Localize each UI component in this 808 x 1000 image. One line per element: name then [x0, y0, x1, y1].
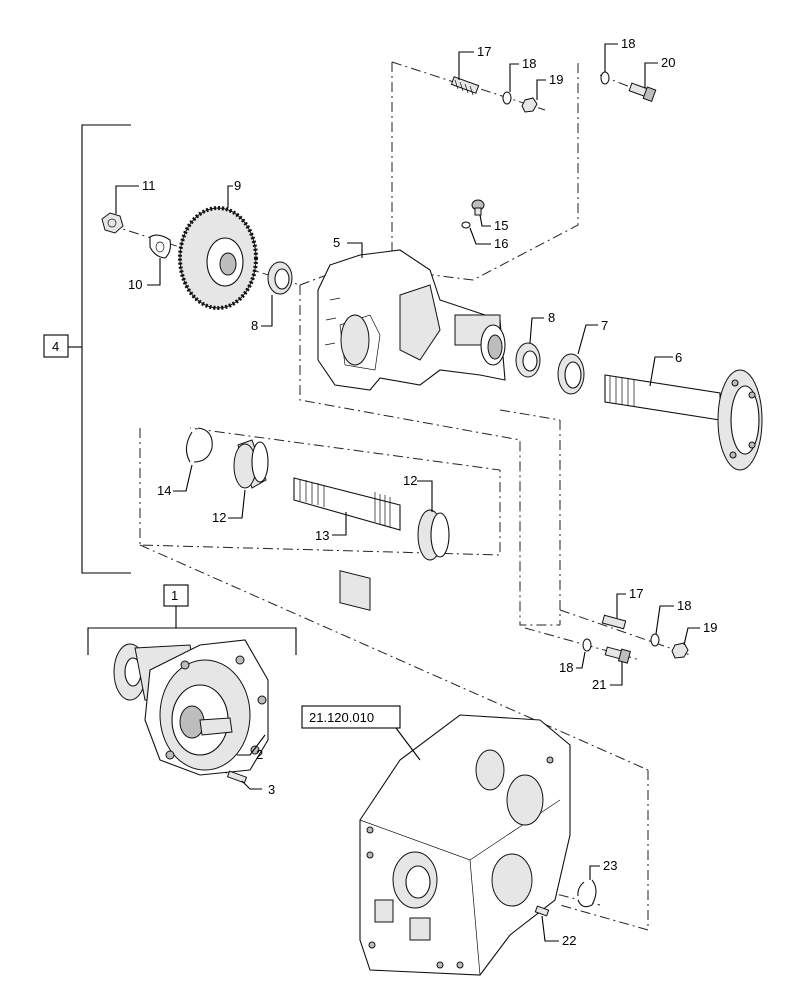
callout-18-top-right: 18 — [621, 36, 635, 51]
group-bracket-4 — [43, 124, 131, 574]
callout-20: 20 — [661, 55, 675, 70]
group-bracket-1 — [87, 584, 297, 655]
callout-13: 13 — [315, 528, 329, 543]
leader-lines — [115, 43, 700, 942]
snap-ring-14 — [185, 427, 213, 463]
callout-18-top-left: 18 — [522, 56, 536, 71]
callout-10: 10 — [128, 277, 142, 292]
callout-18-bottom-right: 18 — [677, 598, 691, 613]
washer-18-top — [502, 91, 512, 105]
washer-10 — [149, 234, 171, 259]
reference-box-21-120-010 — [301, 705, 421, 761]
nut-19-bottom — [671, 642, 689, 659]
callout-18-bottom-left: 18 — [559, 660, 573, 675]
callout-16: 16 — [494, 236, 508, 251]
plug-15 — [471, 199, 485, 216]
callout-7: 7 — [601, 318, 608, 333]
callout-3: 3 — [268, 782, 275, 797]
callout-1: 1 — [171, 588, 178, 603]
bolt-21 — [604, 646, 631, 664]
bolt-20 — [628, 82, 657, 102]
bearing-12-right — [417, 509, 450, 561]
nut-19-top — [521, 97, 538, 113]
callout-19-bottom: 19 — [703, 620, 717, 635]
callout-22: 22 — [562, 933, 576, 948]
reference-label-21-120-010: 21.120.010 — [309, 710, 374, 725]
callout-12-right: 12 — [403, 473, 417, 488]
washer-18-bottom-left — [582, 638, 592, 652]
pin-22 — [534, 905, 550, 917]
callout-8-right: 8 — [548, 310, 555, 325]
callout-labels: 1 2 3 4 5 6 7 8 8 9 10 11 12 12 13 14 15… — [52, 36, 717, 948]
callout-8-left: 8 — [251, 318, 258, 333]
callout-23: 23 — [603, 858, 617, 873]
output-shaft-6 — [604, 369, 763, 471]
callout-12-left: 12 — [212, 510, 226, 525]
callout-14: 14 — [157, 483, 171, 498]
bearing-8-left — [267, 261, 293, 295]
seal-7 — [557, 353, 585, 395]
washer-18-bottom-right — [650, 633, 660, 647]
callout-17-top: 17 — [477, 44, 491, 59]
pin-3 — [226, 770, 248, 784]
shaft-13 — [293, 477, 401, 611]
gear-9 — [178, 206, 258, 310]
callout-9: 9 — [234, 178, 241, 193]
callout-4: 4 — [52, 339, 59, 354]
callout-11: 11 — [142, 178, 156, 193]
callout-6: 6 — [675, 350, 682, 365]
snap-ring-23 — [577, 879, 597, 908]
callout-21: 21 — [592, 677, 606, 692]
bearing-8-right — [515, 342, 541, 378]
bearing-12-left — [233, 439, 269, 489]
callout-15: 15 — [494, 218, 508, 233]
bolt-17-top — [450, 76, 480, 96]
callout-17-bottom: 17 — [629, 586, 643, 601]
planetary-assembly-2 — [113, 639, 269, 776]
bolt-17-bottom — [601, 614, 627, 630]
washer-18-top-right — [600, 71, 610, 85]
transmission-case — [359, 714, 571, 976]
callout-2: 2 — [256, 747, 263, 762]
nut-11 — [101, 212, 124, 234]
callout-5: 5 — [333, 235, 340, 250]
housing-5 — [317, 249, 506, 391]
washer-16 — [461, 221, 471, 229]
callout-19-top: 19 — [549, 72, 563, 87]
